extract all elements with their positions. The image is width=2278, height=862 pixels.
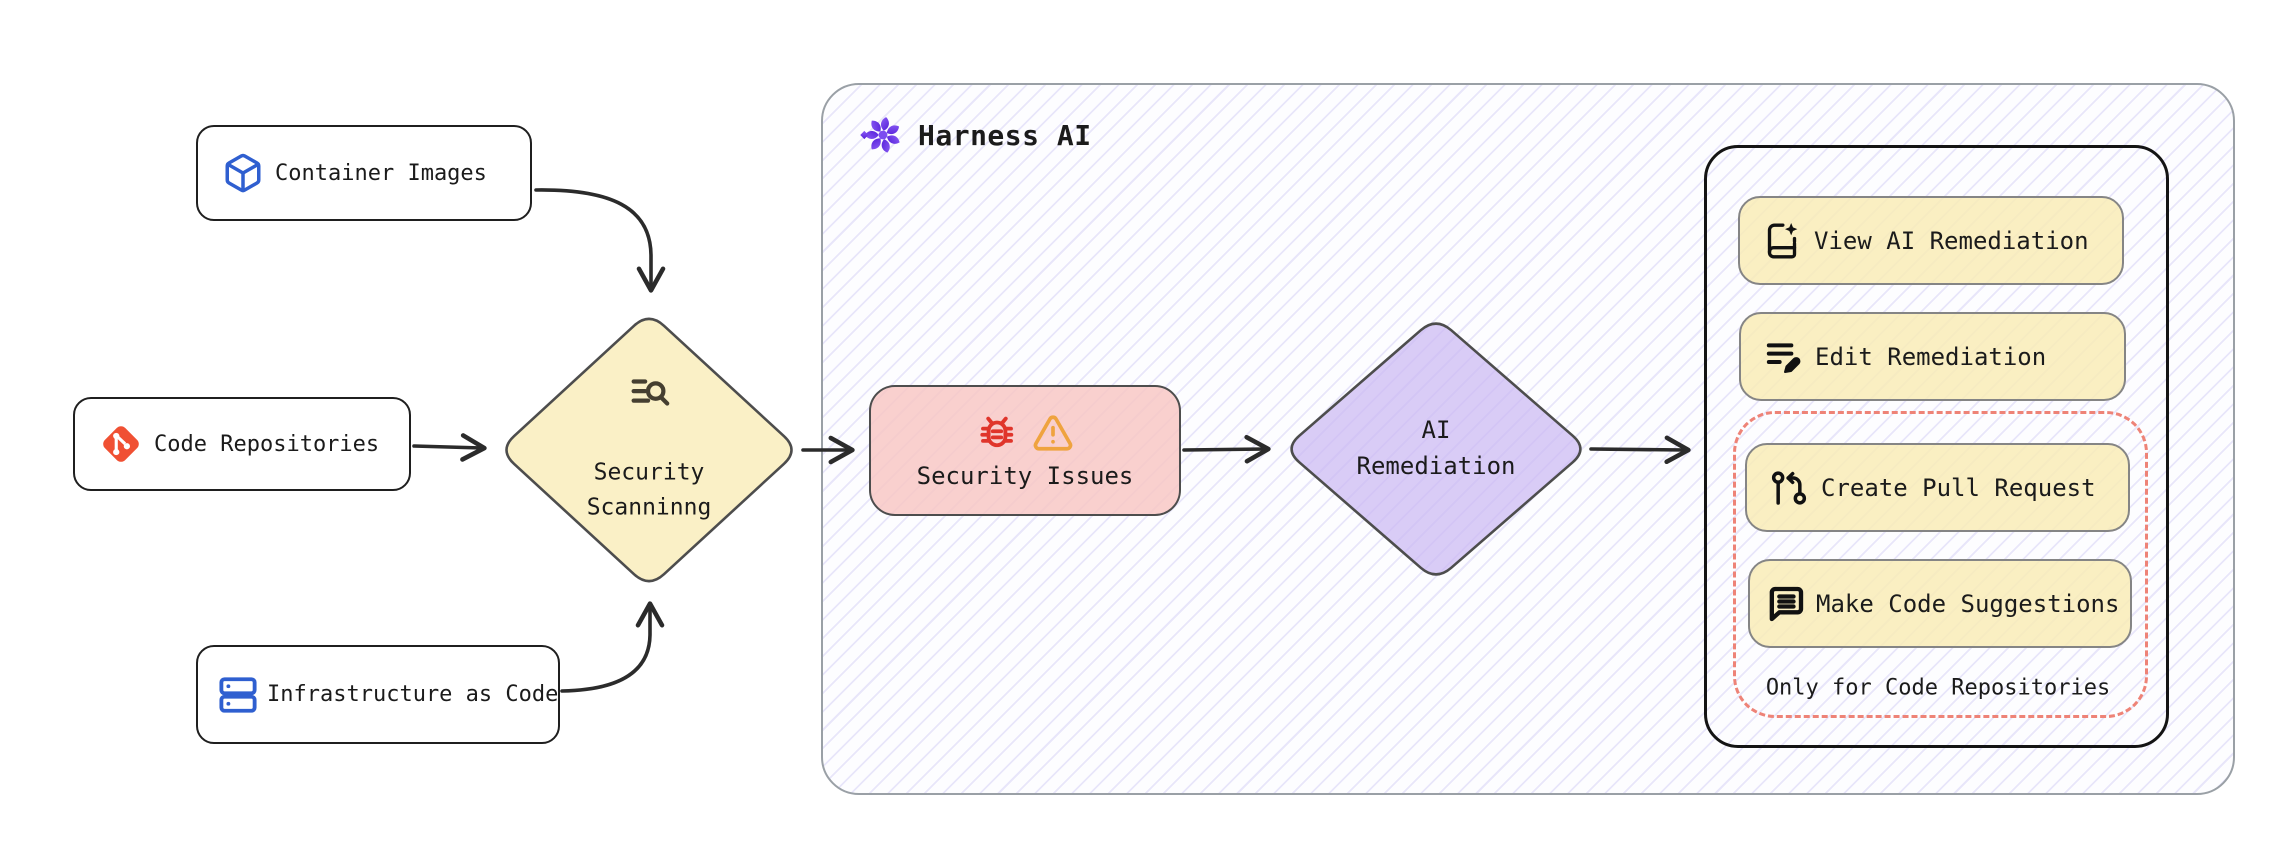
git-icon — [99, 422, 143, 466]
view-ai-remediation-button: View AI Remediation — [1738, 196, 2124, 285]
remediation-actions-panel — [1704, 145, 2169, 748]
code-repo-only-group — [1733, 411, 2148, 718]
node-code-repositories: Code Repositories — [73, 397, 411, 491]
security-scanning-diamond — [505, 317, 793, 583]
bug-icon — [976, 412, 1018, 454]
harness-ai-logo — [860, 112, 906, 158]
harness-ai-title: Harness AI — [918, 118, 1092, 152]
node-label: Infrastructure as Code — [267, 682, 559, 707]
action-label: View AI Remediation — [1814, 226, 2089, 255]
ai-remediation-label: AI Remediation — [1356, 416, 1516, 480]
pull-request-icon — [1769, 468, 1809, 508]
action-label: Edit Remediation — [1815, 342, 2047, 371]
server-icon — [217, 674, 259, 716]
node-security-issues: Security Issues — [869, 385, 1181, 516]
edit-remediation-button: Edit Remediation — [1739, 312, 2126, 401]
security-issues-label: Security Issues — [916, 461, 1134, 490]
arrow-code-repositories-to-scanning — [412, 433, 487, 462]
arrow-container-images-to-scanning — [534, 188, 666, 293]
list-pencil-icon — [1763, 337, 1803, 377]
node-label: Code Repositories — [154, 431, 380, 457]
action-label: Make Code Suggestions — [1816, 589, 2120, 618]
cube-icon — [222, 152, 264, 194]
security-scanning-label: Security Scanninng — [586, 459, 712, 521]
scan-search-icon — [626, 370, 672, 416]
warning-icon — [1032, 412, 1074, 454]
node-infrastructure-as-code: Infrastructure as Code — [196, 645, 560, 744]
node-container-images: Container Images — [196, 125, 532, 221]
arrow-iac-to-scanning — [560, 601, 665, 693]
create-pull-request-button: Create Pull Request — [1745, 443, 2130, 532]
make-code-suggestions-button: Make Code Suggestions — [1748, 559, 2132, 648]
action-label: Create Pull Request — [1821, 473, 2096, 502]
node-label: Container Images — [275, 160, 487, 186]
book-sparkle-icon — [1762, 221, 1802, 261]
code-repo-only-note: Only for Code Repositories — [1765, 675, 2111, 701]
message-lines-icon — [1766, 584, 1806, 624]
